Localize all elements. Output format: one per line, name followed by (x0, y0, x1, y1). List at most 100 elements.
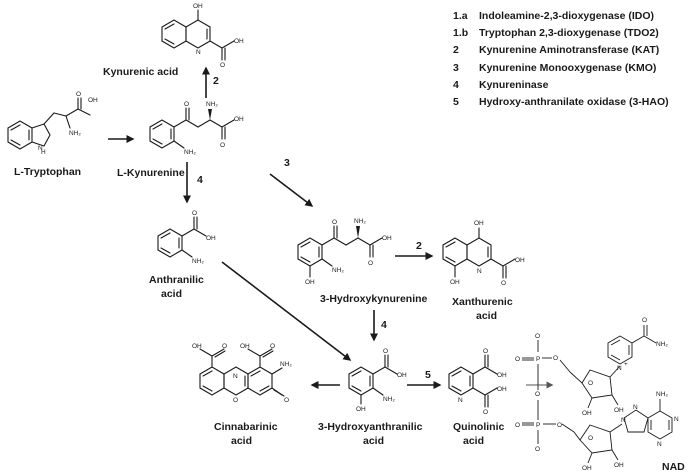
oxygen-label: O (368, 260, 373, 267)
oxygen-label: O (184, 101, 189, 108)
hydroxyl-label: OH (515, 257, 525, 264)
anthranilic-label-1: Anthranilic (149, 274, 204, 286)
step-number: 5 (425, 369, 431, 381)
nitrogen-label: N (458, 397, 463, 404)
indole-n-label: N (38, 145, 43, 152)
legend-enzyme-name: Kynureninase (479, 78, 549, 91)
nitrogen-label: N (674, 416, 679, 423)
quinolinic-label-2: acid (463, 435, 484, 447)
step-number: 4 (381, 319, 387, 331)
legend-enzyme-name: Tryptophan 2,3-dioxygenase (TDO2) (479, 27, 659, 40)
oxygen-label: O (270, 343, 275, 350)
amine-label: NH₂ (354, 218, 366, 225)
xanthurenic-acid-structure: OH N O OH OH (442, 220, 525, 287)
oxygen-label: O (535, 391, 540, 398)
cinnabarinic-label-1: Cinnabarinic (214, 421, 278, 433)
oxygen-label: O (535, 333, 540, 340)
oxygen-label: O (483, 348, 488, 355)
step-number: 2 (416, 240, 422, 252)
hydroxyanthranilic-label-2: acid (363, 435, 384, 447)
nad-label: NAD (662, 461, 685, 473)
hydroxyanthranilic-label-1: 3-Hydroxyanthranilic (318, 421, 423, 433)
legend-number: 2 (453, 44, 459, 57)
oxygen-label: O (220, 62, 225, 69)
tryptophan-structure: OH O NH₂ H N (7, 91, 98, 156)
amine-label: NH₂ (280, 361, 292, 368)
legend-item: 2 Kynurenine Aminotransferase (KAT) (453, 42, 669, 59)
nitrogen-label: N (233, 373, 238, 380)
oxygen-label: O (642, 317, 647, 324)
step-number: 4 (197, 174, 203, 186)
hydroxyl-label: OH (234, 38, 244, 45)
amine-label: NH₂ (69, 130, 81, 137)
legend-number: 1.a (453, 10, 468, 22)
nitrogen-label: N (657, 441, 662, 448)
hydroxykynurenine-structure: O NH₂ OH O NH₂ OH (297, 218, 392, 286)
amine-label: NH₂ (656, 341, 668, 348)
legend-enzyme-name: Kynurenine Aminotransferase (KAT) (479, 44, 660, 57)
oxygen-label: O (557, 422, 562, 429)
amine-label: NH₂ (383, 396, 395, 403)
legend-number: 4 (453, 78, 459, 91)
oxygen-label: O (233, 397, 238, 404)
phosphorus-label: P (536, 356, 540, 363)
amine-label: NH₂ (656, 391, 668, 398)
hydroxyl-label: OH (582, 465, 592, 472)
step-number: 3 (284, 157, 290, 169)
oxygen-label: O (515, 356, 520, 363)
hydroxyanthranilic-acid-structure: O OH NH₂ OH (348, 348, 407, 413)
kynurenic-acid-structure: OH N O OH (161, 3, 244, 69)
arrow-kyn-to-hydroxykyn (269, 173, 314, 207)
hydroxyl-label: OH (240, 343, 250, 350)
hydroxyl-label: OH (305, 279, 315, 286)
hydroxyl-label: OH (382, 235, 392, 242)
step-number: 2 (213, 75, 219, 87)
legend-enzyme-name: Indoleamine-2,3-dioxygenase (IDO) (479, 10, 655, 22)
amine-label: NH₂ (184, 149, 196, 156)
hydroxykynurenine-label: 3-Hydroxykynurenine (320, 293, 428, 305)
hydroxyl-label: OH (397, 372, 407, 379)
oxygen-label: O (553, 355, 558, 362)
tryptophan-label: L-Tryptophan (14, 166, 81, 178)
oxygen-label: O (284, 397, 289, 404)
quinolinic-label-1: Quinolinic (453, 421, 504, 433)
oxygen-label: O (383, 348, 388, 355)
legend-enzyme-name: Hydroxy-anthranilate oxidase (3-HAO) (479, 95, 669, 108)
nitrogen-label: N (633, 404, 638, 411)
legend-item: 1.a Indoleamine-2,3-dioxygenase (IDO) (453, 8, 669, 25)
hydroxyl-label: OH (234, 116, 244, 123)
nitrogen-label: N (621, 417, 626, 424)
hydroxyl-label: OH (474, 220, 484, 227)
oxygen-label: O (76, 91, 81, 98)
oxygen-label: O (220, 142, 225, 149)
anthranilic-acid-structure: O OH NH₂ (157, 210, 216, 265)
legend-enzyme-name: Kynurenine Monooxygenase (KMO) (479, 61, 657, 74)
nitrogen-label: N (477, 268, 482, 275)
hydroxyl-label: OH (497, 386, 507, 393)
indole-nh-label: H (41, 149, 46, 156)
ring-oxygen-label: O (588, 380, 593, 387)
hydroxyl-label: OH (497, 372, 507, 379)
hydroxyl-label: OH (582, 410, 592, 417)
hydroxyl-label: OH (192, 343, 202, 350)
ring-oxygen-label: O (588, 435, 593, 442)
kynurenine-structure: O NH₂ OH O NH₂ (149, 101, 244, 156)
amine-label: NH₂ (206, 101, 218, 108)
nad-structure: O NH₂ N + O OH OH O P O O O P O O O (515, 317, 679, 472)
cinnabarinic-label-2: acid (231, 435, 252, 447)
kynurenine-label: L-Kynurenine (117, 167, 185, 179)
phosphorus-label: P (536, 422, 540, 429)
hydroxyl-label: OH (614, 462, 624, 469)
amine-label: NH₂ (332, 267, 344, 274)
xanthurenic-label-1: Xanthurenic (452, 296, 513, 308)
oxygen-label: O (483, 409, 488, 416)
oxygen-label: O (332, 219, 337, 226)
arrow-anthranilic-to-hydroxyanthranilic (221, 261, 352, 361)
xanthurenic-label-2: acid (476, 310, 497, 322)
pyridinium-n-label: N (617, 365, 622, 372)
kynurenic-acid-label: Kynurenic acid (103, 66, 178, 78)
oxygen-label: O (501, 280, 506, 287)
hydroxyl-label: OH (193, 3, 203, 10)
